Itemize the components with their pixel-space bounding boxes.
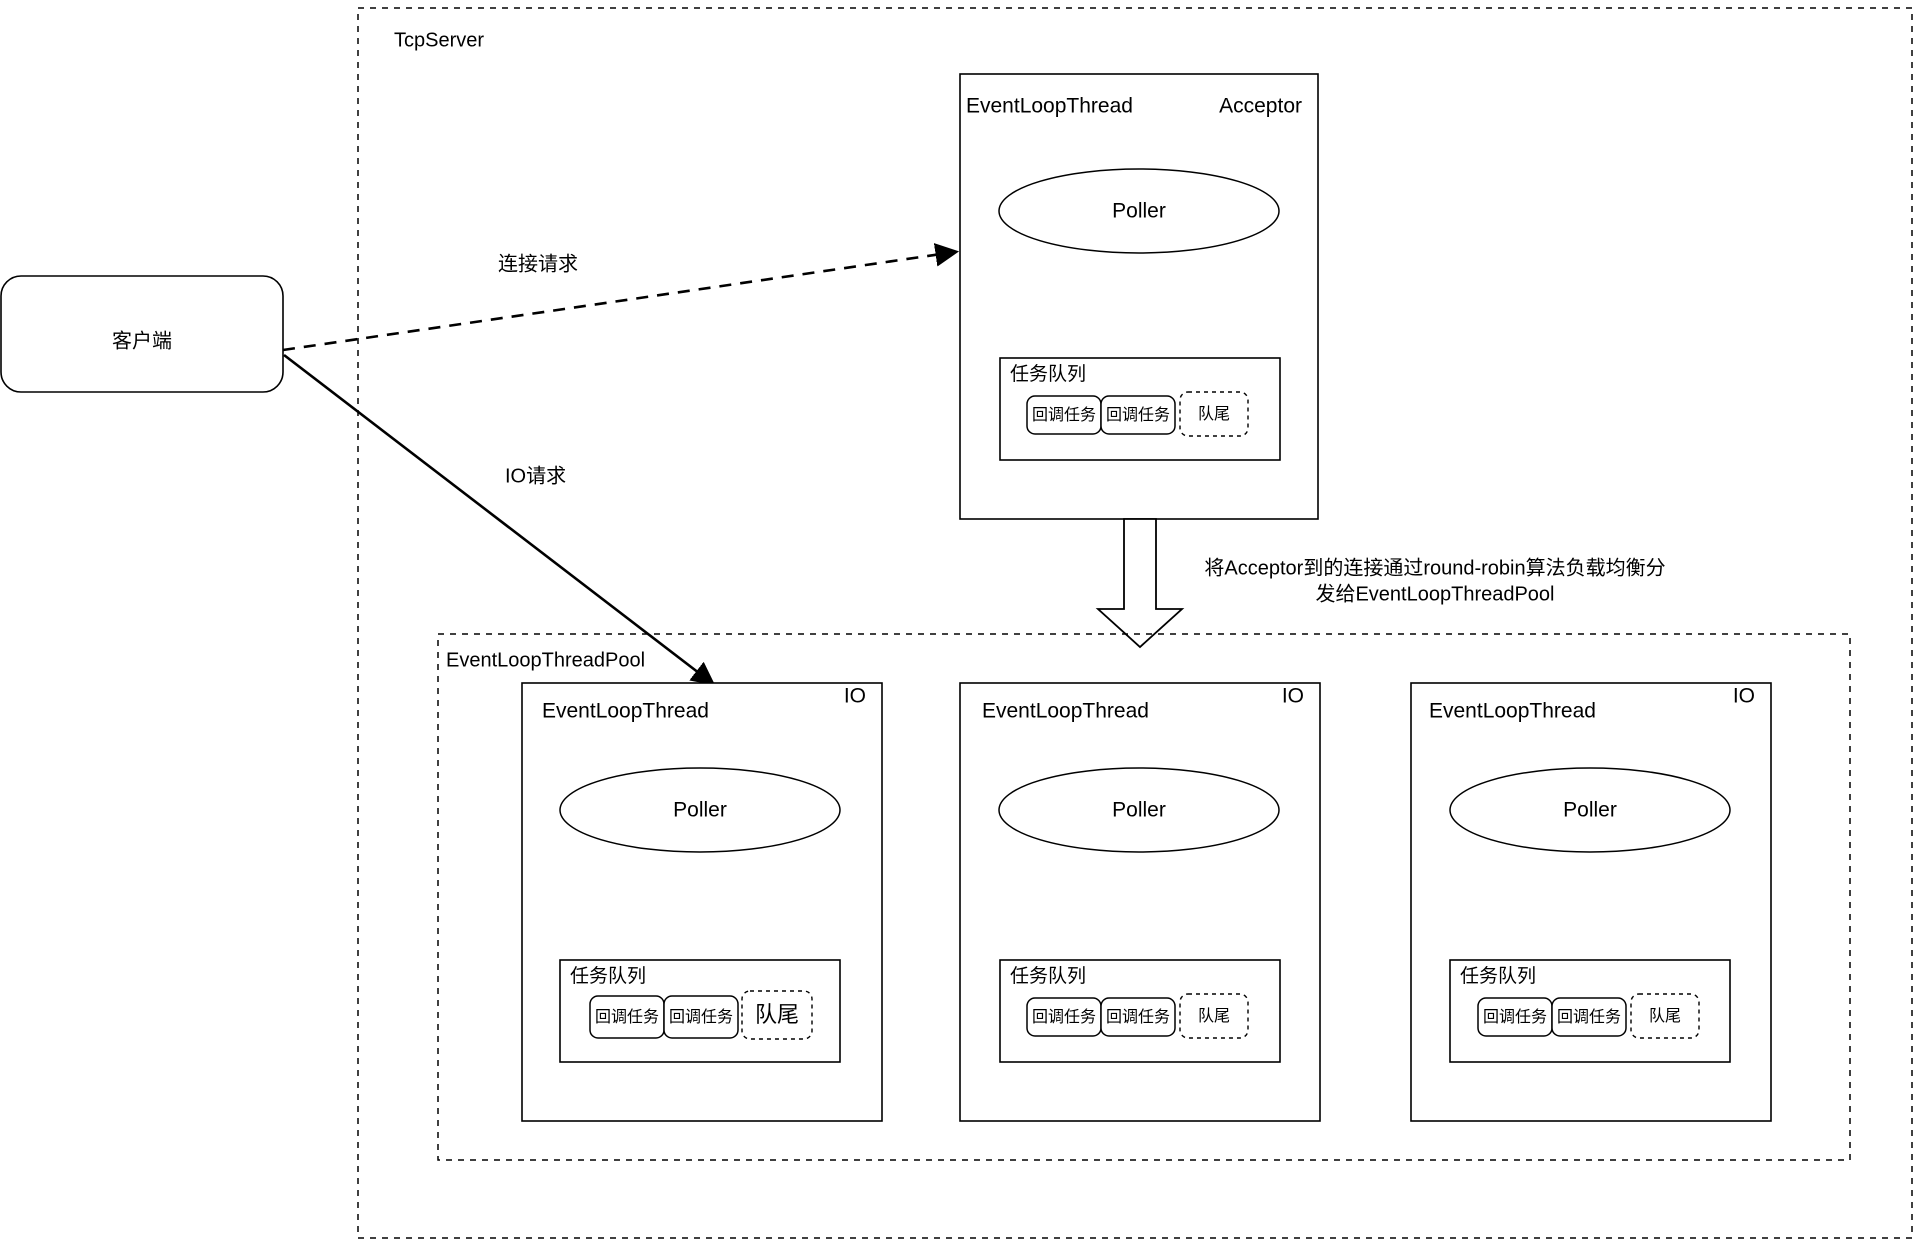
io-thread-1-queue-tail-chip <box>1179 993 1249 1039</box>
io-thread-2-corner-label: IO <box>1733 685 1755 708</box>
tcpserver-label: TcpServer <box>394 29 484 51</box>
io-thread-1-header: EventLoopThread <box>982 700 1149 723</box>
io-thread-1-task-chip-1 <box>1100 997 1176 1037</box>
io-thread-2-task-chip-1-label: 回调任务 <box>1557 1008 1621 1026</box>
io-thread-2: EventLoopThread IO Poller 任务队列 回调任务 回调任务… <box>1410 682 1772 1122</box>
acceptor-poller-label: Poller <box>1112 200 1166 223</box>
acceptor-thread-corner-label: Acceptor <box>1219 95 1302 118</box>
io-thread-0-poller-ellipse <box>559 767 841 853</box>
acceptor-poller-ellipse <box>998 168 1280 254</box>
io-thread-0-corner-label: IO <box>844 685 866 708</box>
acceptor-task-chip-1-label: 回调任务 <box>1106 406 1170 424</box>
io-thread-1-task-queue-title: 任务队列 <box>1010 965 1086 987</box>
io-thread-2-poller-ellipse <box>1449 767 1731 853</box>
eventloopthreadpool-container <box>437 633 1851 1161</box>
io-thread-2-queue-tail-chip <box>1630 993 1700 1039</box>
edge-connect-request-label: 连接请求 <box>498 252 578 275</box>
io-thread-0-task-chip-0-label: 回调任务 <box>595 1008 659 1026</box>
edge-io-request-label: IO请求 <box>505 464 566 487</box>
io-thread-2-queue-tail-label: 队尾 <box>1649 1007 1681 1025</box>
acceptor-thread-header: EventLoopThread <box>966 95 1133 118</box>
io-thread-0: EventLoopThread IO Poller 任务队列 回调任务 回调任务… <box>521 682 883 1122</box>
dispatch-note-line-1: 将Acceptor到的连接通过round-robin算法负载均衡分 <box>1204 556 1665 579</box>
io-thread-0-queue-tail-label: 队尾 <box>755 1002 799 1027</box>
acceptor-task-chip-1 <box>1100 395 1176 435</box>
io-thread-1-task-chip-0-label: 回调任务 <box>1032 1008 1096 1026</box>
io-thread-1-task-chip-1-label: 回调任务 <box>1106 1008 1170 1026</box>
io-thread-1: EventLoopThread IO Poller 任务队列 回调任务 回调任务… <box>959 682 1321 1122</box>
io-thread-0-task-chip-1 <box>663 995 739 1039</box>
io-thread-1-queue-tail-label: 队尾 <box>1198 1007 1230 1025</box>
eventloopthreadpool-label: EventLoopThreadPool <box>446 649 645 671</box>
io-thread-2-task-queue-title: 任务队列 <box>1460 965 1536 987</box>
io-thread-0-task-chip-1-label: 回调任务 <box>669 1008 733 1026</box>
dispatch-note-line-2: 发给EventLoopThreadPool <box>1315 582 1554 605</box>
io-thread-1-corner-label: IO <box>1282 685 1304 708</box>
io-thread-2-task-chip-0-label: 回调任务 <box>1483 1008 1547 1026</box>
acceptor-task-queue-title: 任务队列 <box>1010 363 1086 385</box>
io-thread-2-task-chip-1 <box>1551 997 1627 1037</box>
acceptor-queue-tail-chip <box>1179 391 1249 437</box>
client-box <box>0 275 284 393</box>
io-thread-0-header: EventLoopThread <box>542 700 709 723</box>
io-thread-0-poller-label: Poller <box>673 799 727 822</box>
io-thread-0-task-queue-title: 任务队列 <box>570 965 646 987</box>
io-thread-1-poller-ellipse <box>998 767 1280 853</box>
edge-io-request <box>283 353 712 683</box>
acceptor-queue-tail-label: 队尾 <box>1198 405 1230 423</box>
io-thread-1-poller-label: Poller <box>1112 799 1166 822</box>
io-thread-2-header: EventLoopThread <box>1429 700 1596 723</box>
io-thread-2-poller-label: Poller <box>1563 799 1617 822</box>
acceptor-task-chip-0-label: 回调任务 <box>1032 406 1096 424</box>
edge-connect-request <box>282 252 955 352</box>
io-thread-0-queue-tail-chip <box>741 990 813 1040</box>
dispatch-block-arrow <box>1095 518 1185 649</box>
client-label: 客户端 <box>112 329 172 352</box>
